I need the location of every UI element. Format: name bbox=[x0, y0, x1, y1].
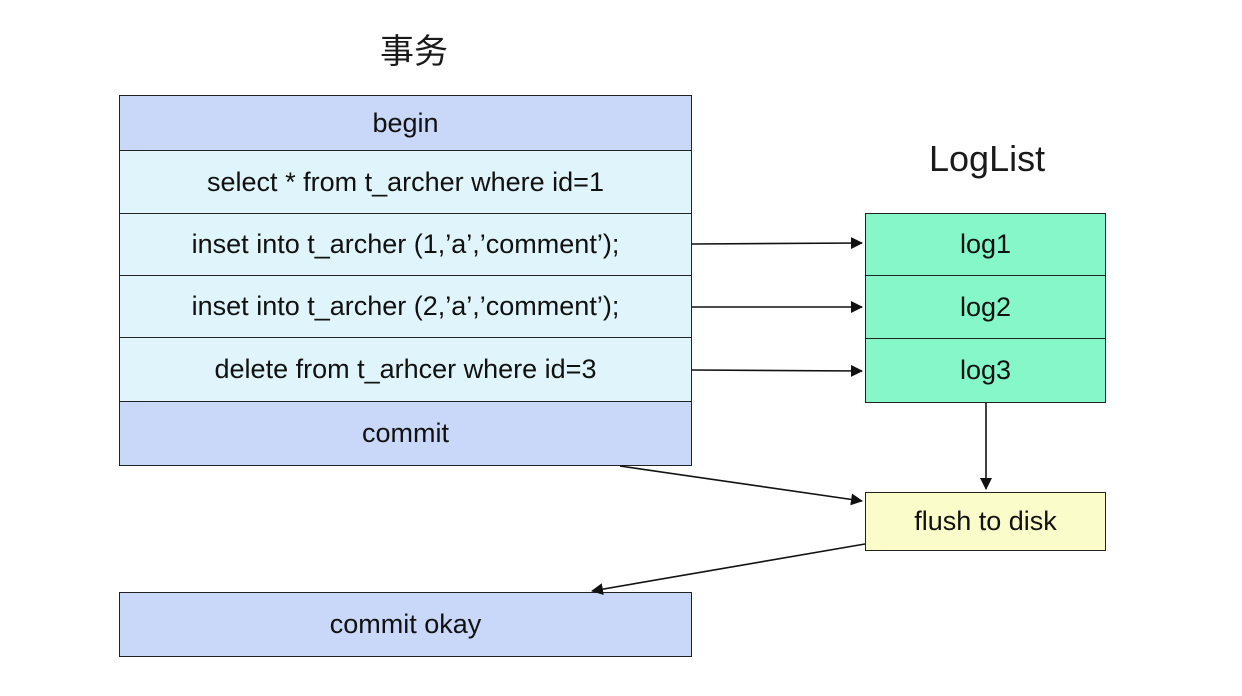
transaction-title: 事务 bbox=[380, 32, 448, 72]
tx-row-delete: delete from t_arhcer where id=3 bbox=[119, 337, 692, 402]
commit-okay-box: commit okay bbox=[119, 592, 692, 657]
tx-row-commit: commit bbox=[119, 401, 692, 466]
flush-to-disk-box: flush to disk bbox=[865, 492, 1106, 551]
tx-row-insert-2: inset into t_archer (2,’a’,’comment’); bbox=[119, 275, 692, 338]
arrow-flush-to-commit-okay bbox=[591, 543, 866, 596]
loglist-title: LogList bbox=[929, 138, 1046, 179]
log-item-3: log3 bbox=[865, 338, 1106, 403]
tx-row-select: select * from t_archer where id=1 bbox=[119, 150, 692, 214]
arrow-delete-to-log3 bbox=[691, 364, 863, 377]
arrow-commit-to-flush bbox=[619, 465, 863, 506]
arrow-insert1-to-log1 bbox=[691, 237, 863, 250]
log-item-1: log1 bbox=[865, 213, 1106, 276]
